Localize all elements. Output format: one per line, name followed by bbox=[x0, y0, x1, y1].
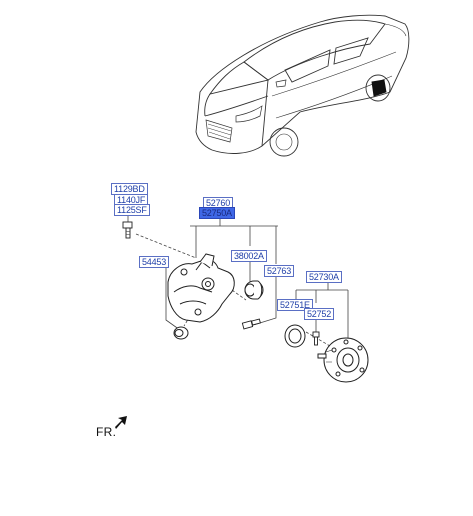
pin-part bbox=[241, 318, 261, 330]
label-52752[interactable]: 52752 bbox=[304, 308, 335, 320]
hub-bolt-part bbox=[312, 331, 320, 346]
small-bushing-part bbox=[173, 326, 189, 340]
hub-assembly-part bbox=[317, 337, 369, 383]
car-illustration bbox=[195, 14, 410, 157]
bolt-part bbox=[122, 221, 133, 239]
bushing-part bbox=[244, 280, 264, 300]
label-52730a[interactable]: 52730A bbox=[306, 271, 342, 283]
knuckle-part bbox=[167, 253, 235, 323]
arrow-icon bbox=[115, 416, 127, 429]
label-52751e[interactable]: 52751E bbox=[277, 299, 313, 311]
label-1125sf[interactable]: 1125SF bbox=[114, 204, 150, 216]
label-52763[interactable]: 52763 bbox=[264, 265, 295, 277]
label-52750a[interactable]: 52750A bbox=[199, 207, 235, 219]
sensor-ring-part bbox=[284, 324, 306, 348]
label-38002a[interactable]: 38002A bbox=[231, 250, 267, 262]
label-54453[interactable]: 54453 bbox=[139, 256, 170, 268]
direction-label: FR. bbox=[96, 425, 117, 439]
